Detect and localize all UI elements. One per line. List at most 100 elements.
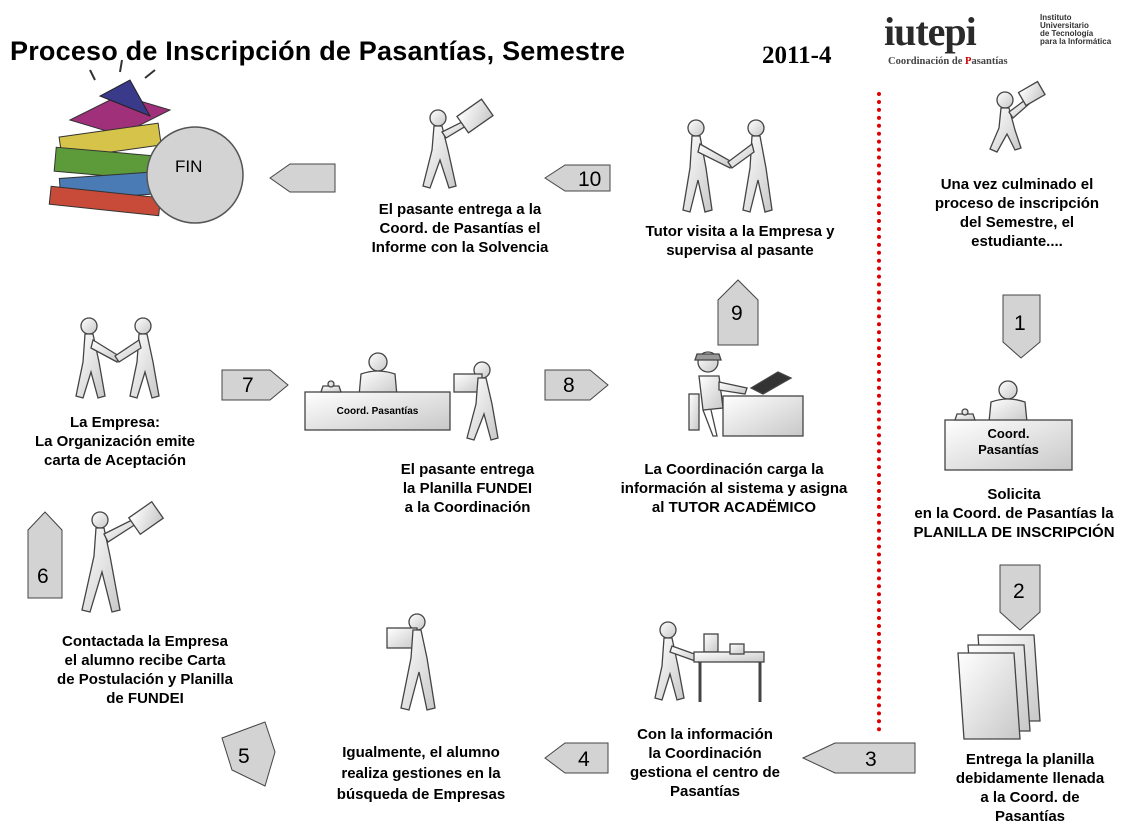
- step-8-number: 8: [563, 374, 575, 397]
- desk-label-line: Coord.: [987, 426, 1030, 441]
- person-with-letter-icon: [81, 500, 165, 613]
- caption-solicita: Solicita en la Coord. de Pasantías la PL…: [885, 485, 1143, 542]
- semester-year: 2011-4: [762, 42, 832, 69]
- fin-label: FIN: [175, 157, 203, 176]
- caption-line: información al sistema y asigna: [620, 480, 848, 497]
- caption-start: Una vez culminado el proceso de inscripc…: [897, 175, 1137, 251]
- step-7-arrow: [221, 369, 289, 401]
- step-2-number: 2: [1013, 580, 1025, 603]
- caption-line: Contactada la Empresa: [62, 633, 228, 650]
- logo-subtitle-suffix: asantías: [971, 56, 1008, 67]
- caption-entrega-planilla: Entrega la planilla debidamente llenada …: [915, 750, 1145, 826]
- coordination-desk-icon: [944, 380, 1073, 471]
- logo-subtitle-letter: P: [965, 56, 972, 67]
- logo-wordmark: iutepi: [884, 9, 977, 54]
- step-6-arrow: [27, 511, 63, 599]
- caption-line: supervisa al pasante: [666, 242, 814, 259]
- desk-label-right: Coord. Pasantías: [945, 426, 1072, 458]
- person-with-letter-icon: [422, 98, 494, 189]
- caption-coord-carga: La Coordinación carga la información al …: [595, 460, 873, 517]
- caption-line: Solicita: [987, 486, 1041, 503]
- step-7-number: 7: [242, 374, 254, 397]
- logo-line: para la Informática: [1040, 37, 1112, 46]
- caption-line: realiza gestiones en la: [341, 765, 501, 782]
- caption-line: La Coordinación carga la: [644, 461, 824, 478]
- handshake-icon: [682, 119, 773, 213]
- caption-line: carta de Aceptación: [44, 452, 186, 469]
- logo-subtitle-prefix: Coordinación de: [888, 56, 966, 67]
- caption-line: Pasantías: [994, 808, 1066, 825]
- caption-line: Informe con la Solvencia: [371, 239, 549, 256]
- caption-line: El pasante entrega: [400, 461, 535, 478]
- caption-line: gestiona el centro de: [629, 764, 781, 781]
- desk-label-line: Pasantías: [978, 442, 1039, 457]
- caption-pasante-fundei: El pasante entrega la Planilla FUNDEI a …: [380, 460, 555, 517]
- graduation-books-icon: [48, 59, 172, 217]
- caption-tutor: Tutor visita a la Empresa y supervisa al…: [620, 222, 860, 260]
- caption-line: La Organización emite: [34, 433, 196, 450]
- logo-subtitle: Coordinación de Pasantías: [888, 56, 1008, 67]
- page-title: Proceso de Inscripción de Pasantías, Sem…: [10, 36, 626, 66]
- caption-empresa: La Empresa: La Organización emite carta …: [10, 413, 220, 470]
- caption-line: la Coordinación: [648, 745, 762, 762]
- step-1-number: 1: [1014, 312, 1026, 335]
- step-9-number: 9: [731, 302, 743, 325]
- caption-line: de Postulación y Planilla: [57, 671, 233, 688]
- caption-line: a la Coord. de: [980, 789, 1080, 806]
- caption-line: la Planilla FUNDEI: [402, 480, 533, 497]
- step-1-arrow: [1002, 294, 1041, 359]
- step-2-arrow: [999, 564, 1041, 631]
- caption-coord-gestiona: Con la información la Coordinación gesti…: [615, 725, 795, 801]
- caption-informe: El pasante entrega a la Coord. de Pasant…: [340, 200, 580, 257]
- step-3-arrow: [801, 742, 916, 774]
- caption-line: búsqueda de Empresas: [336, 786, 506, 803]
- caption-line: Tutor visita a la Empresa y: [645, 223, 835, 240]
- person-at-conveyor-icon: [654, 621, 765, 702]
- caption-line: Coord. de Pasantías el: [379, 220, 541, 237]
- handshake-icon: [75, 317, 160, 399]
- caption-line: El pasante entrega a la: [378, 201, 542, 218]
- logo-line: de Tecnología: [1040, 29, 1094, 38]
- caption-line: Igualmente, el alumno: [342, 744, 500, 761]
- caption-line: Pasantías: [669, 783, 741, 800]
- person-carrying-box-icon: [453, 361, 499, 441]
- caption-contactada: Contactada la Empresa el alumno recibe C…: [30, 632, 260, 708]
- person-at-computer-icon: [688, 351, 804, 437]
- person-with-letter-icon: [989, 80, 1046, 153]
- dotted-separator: [877, 92, 881, 732]
- step-3-number: 3: [865, 748, 877, 771]
- step-10-number: 10: [578, 168, 601, 191]
- desk-label-middle: Coord. Pasantías: [336, 406, 419, 417]
- caption-line: Con la información: [637, 726, 773, 743]
- step-4-arrow: [544, 742, 609, 774]
- caption-line: del Semestre, el: [959, 214, 1075, 231]
- arrow-to-fin: [269, 163, 336, 193]
- step-6-number: 6: [37, 565, 49, 588]
- caption-line: La Empresa:: [69, 414, 161, 431]
- person-carrying-box-icon: [386, 613, 436, 711]
- fin-circle: [146, 126, 244, 224]
- caption-line: debidamente llenada: [955, 770, 1105, 787]
- caption-line: estudiante....: [971, 233, 1063, 250]
- coordination-desk-icon: [304, 352, 451, 431]
- step-9-arrow: [717, 279, 759, 346]
- caption-line: el alumno recibe Carta: [64, 652, 226, 669]
- logo-institute-lines: Instituto Universitario de Tecnología pa…: [1040, 14, 1111, 46]
- step-5-arrow: [221, 721, 276, 787]
- caption-line: proceso de inscripción: [934, 195, 1100, 212]
- caption-line: en la Coord. de Pasantías la: [914, 505, 1114, 522]
- step-5-number: 5: [238, 745, 250, 768]
- step-8-arrow: [544, 369, 609, 401]
- logo-line: Instituto: [1040, 13, 1072, 22]
- caption-line: PLANILLA DE INSCRIPCIÓN: [913, 524, 1115, 541]
- step-4-number: 4: [578, 748, 590, 771]
- step-10-arrow: [544, 164, 611, 192]
- caption-line: de FUNDEI: [106, 690, 184, 707]
- logo-line: Universitario: [1040, 21, 1089, 30]
- caption-line: a la Coordinación: [404, 499, 531, 516]
- caption-line: Una vez culminado el: [940, 176, 1094, 193]
- document-stack-icon: [957, 634, 1041, 740]
- caption-alumno-gestiones: Igualmente, el alumno realiza gestiones …: [316, 742, 526, 805]
- caption-line: Entrega la planilla: [965, 751, 1095, 768]
